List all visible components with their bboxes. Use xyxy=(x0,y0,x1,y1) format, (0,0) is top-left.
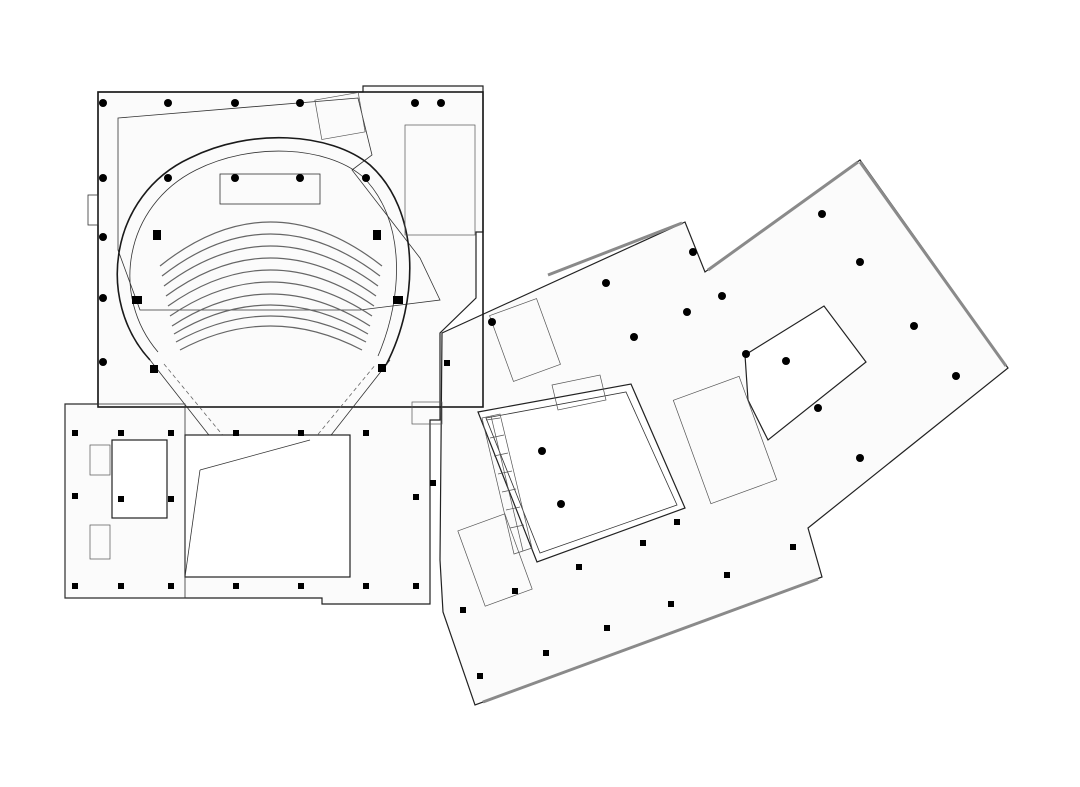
east-wing xyxy=(439,159,1009,706)
core-north xyxy=(489,298,561,382)
courtyard-void xyxy=(744,305,867,441)
facade-east xyxy=(858,161,1008,367)
facade-south xyxy=(482,577,819,704)
east-wing-columns xyxy=(444,210,960,679)
west-room xyxy=(111,439,168,519)
atrium-void xyxy=(477,383,686,563)
theatre-columns xyxy=(72,99,445,589)
atrium-inner xyxy=(485,391,678,554)
facade-ne xyxy=(707,160,859,272)
core-east xyxy=(672,375,778,505)
facade-north xyxy=(547,221,683,277)
seating-rows xyxy=(159,221,383,351)
escalator xyxy=(481,413,533,555)
stair-south xyxy=(411,401,443,425)
stage xyxy=(184,434,351,578)
atrium-stair xyxy=(551,374,607,411)
west-step xyxy=(87,194,99,226)
auditorium-ring-inner xyxy=(129,150,397,357)
stage-diagonal xyxy=(184,469,201,578)
west-lift xyxy=(89,524,111,560)
stage-diagonal-b xyxy=(199,439,311,471)
core-south xyxy=(457,513,533,607)
theatre-outline xyxy=(97,91,484,408)
inner-hall-wall xyxy=(117,97,441,311)
theatre-block xyxy=(64,85,484,605)
stair-ne xyxy=(314,92,366,140)
toilets-ne xyxy=(404,124,476,236)
west-stair xyxy=(89,444,111,476)
auditorium-ring-outer xyxy=(116,136,411,366)
control-room xyxy=(219,173,321,205)
west-service-wing xyxy=(64,403,186,599)
